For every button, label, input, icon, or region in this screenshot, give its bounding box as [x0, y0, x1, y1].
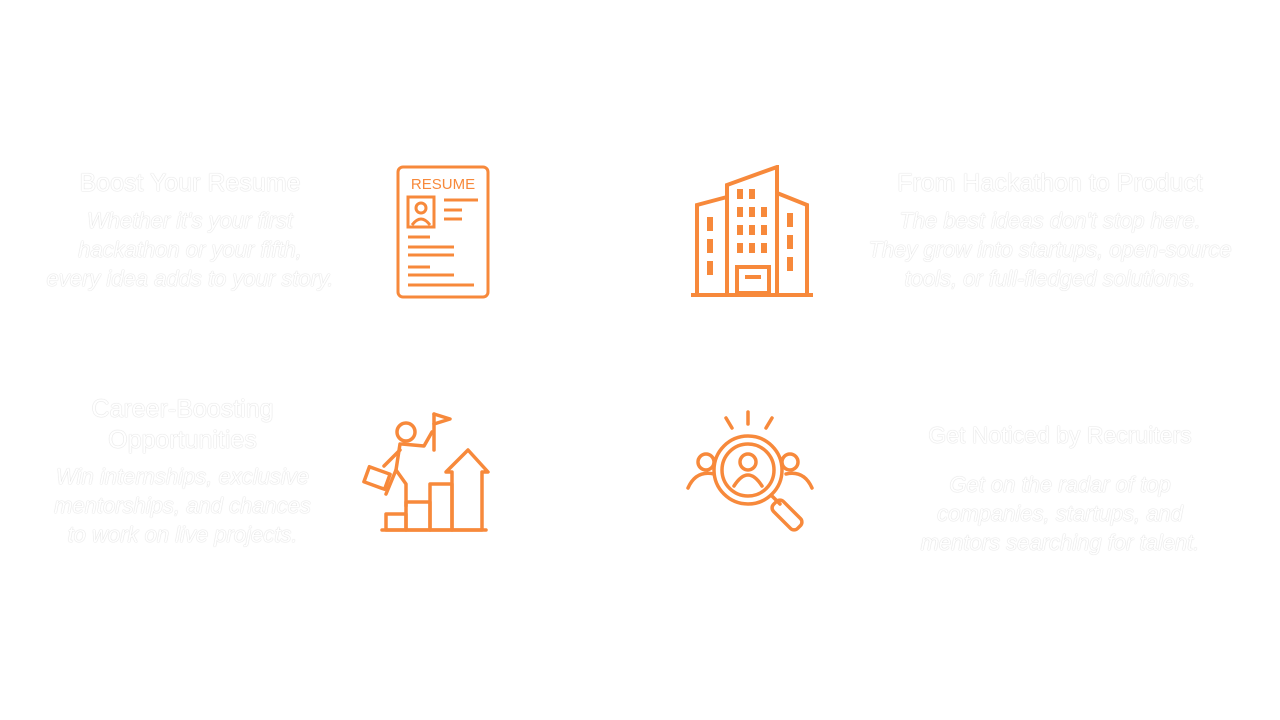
desc-line: mentorships, and chances: [54, 493, 311, 518]
svg-text:RESUME: RESUME: [411, 176, 475, 193]
feature-description: The best ideas don't stop here. They gro…: [820, 206, 1280, 293]
recruiter-search-icon: [684, 410, 816, 532]
desc-line: every idea adds to your story.: [46, 266, 334, 291]
buildings-icon: [689, 165, 815, 299]
desc-line: The best ideas don't stop here.: [899, 208, 1201, 233]
desc-line: companies, startups, and: [937, 500, 1183, 526]
resume-icon: RESUME: [396, 165, 490, 299]
desc-line: Win internships, exclusive: [56, 464, 309, 489]
feature-get-noticed: Get Noticed by Recruiters Get on the rad…: [840, 422, 1280, 557]
feature-title: Boost Your Resume: [79, 169, 301, 197]
title-line: Opportunities: [108, 426, 257, 454]
feature-description: Win internships, exclusive mentorships, …: [0, 462, 365, 549]
feature-description: Whether it's your first hackathon or you…: [0, 206, 380, 293]
feature-hackathon-to-product: From Hackathon to Product The best ideas…: [820, 168, 1280, 293]
desc-line: to work on live projects.: [67, 522, 298, 547]
feature-boost-resume: Boost Your Resume Whether it's your firs…: [0, 168, 380, 293]
title-line: Career-Boosting: [91, 395, 274, 423]
desc-line: tools, or full-fledged solutions.: [904, 266, 1196, 291]
feature-description: Get on the radar of top companies, start…: [840, 470, 1280, 557]
desc-line: They grow into startups, open-source: [868, 237, 1232, 262]
career-growth-icon: [362, 410, 490, 534]
desc-line: mentors searching for talent.: [920, 529, 1200, 555]
desc-line: Get on the radar of top: [949, 471, 1171, 497]
feature-title: Career-Boosting Opportunities: [0, 394, 365, 456]
feature-career-opportunities: Career-Boosting Opportunities Win intern…: [0, 394, 365, 549]
desc-line: Whether it's your first: [87, 208, 293, 233]
desc-line: hackathon or your fifth,: [78, 237, 302, 262]
feature-title: Get Noticed by Recruiters: [928, 422, 1192, 448]
feature-title: From Hackathon to Product: [897, 169, 1203, 197]
